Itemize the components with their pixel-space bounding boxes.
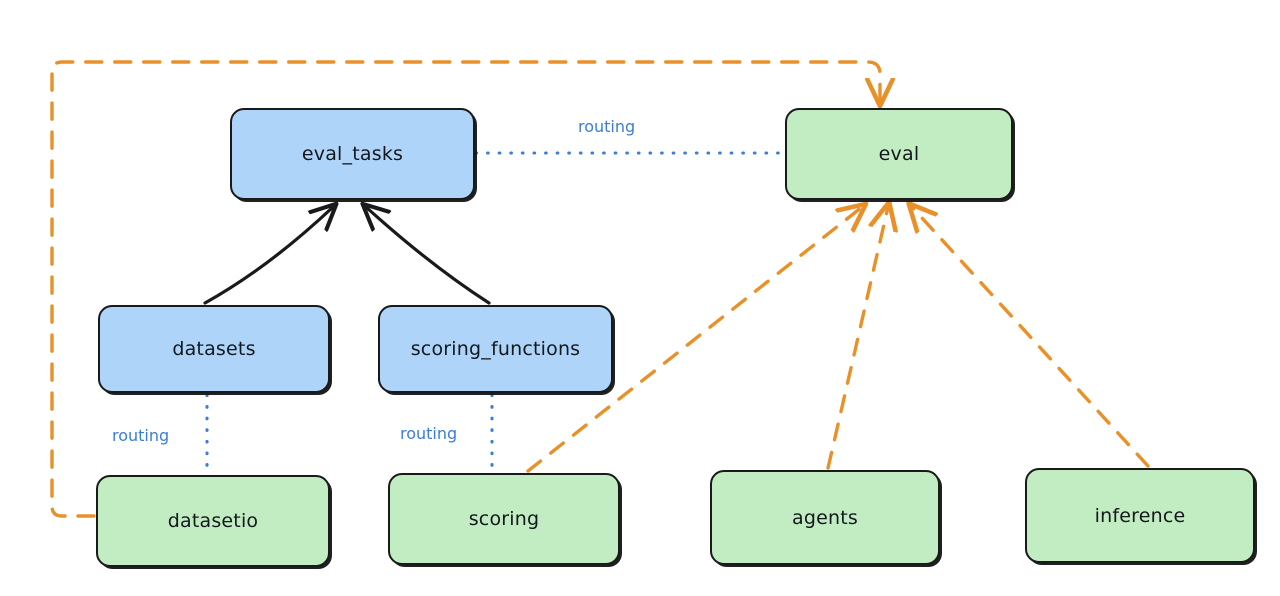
edge-inference-to-eval <box>912 207 1150 468</box>
node-datasetio[interactable]: datasetio <box>96 475 330 567</box>
node-eval[interactable]: eval <box>785 108 1013 200</box>
edge-datasetio-to-eval <box>50 60 880 518</box>
node-label-inference: inference <box>1094 504 1186 527</box>
node-scoring-functions[interactable]: scoring_functions <box>378 305 613 393</box>
edge-agents-to-eval <box>826 207 888 470</box>
node-agents[interactable]: agents <box>710 470 940 565</box>
edge-scoring-to-eval <box>526 207 862 473</box>
edge-datasets-to-eval-tasks <box>203 207 333 305</box>
node-label-datasetio: datasetio <box>167 510 259 532</box>
node-label-eval-tasks: eval_tasks <box>301 143 404 165</box>
edge-label-routing-scoring: routing <box>400 424 458 443</box>
node-label-datasets: datasets <box>172 338 256 360</box>
node-label-scoring-functions: scoring_functions <box>410 338 581 360</box>
node-label-agents: agents <box>792 506 858 529</box>
edge-label-routing-datasets: routing <box>112 426 170 445</box>
node-eval-tasks[interactable]: eval_tasks <box>230 108 475 200</box>
node-datasets[interactable]: datasets <box>98 305 330 393</box>
node-label-scoring: scoring <box>468 508 540 530</box>
node-label-eval: eval <box>878 143 920 165</box>
node-inference[interactable]: inference <box>1025 468 1255 563</box>
edge-label-routing-eval-tasks: routing <box>578 117 636 136</box>
node-scoring[interactable]: scoring <box>388 473 620 565</box>
edge-scoring-functions-to-eval-tasks <box>366 207 491 305</box>
